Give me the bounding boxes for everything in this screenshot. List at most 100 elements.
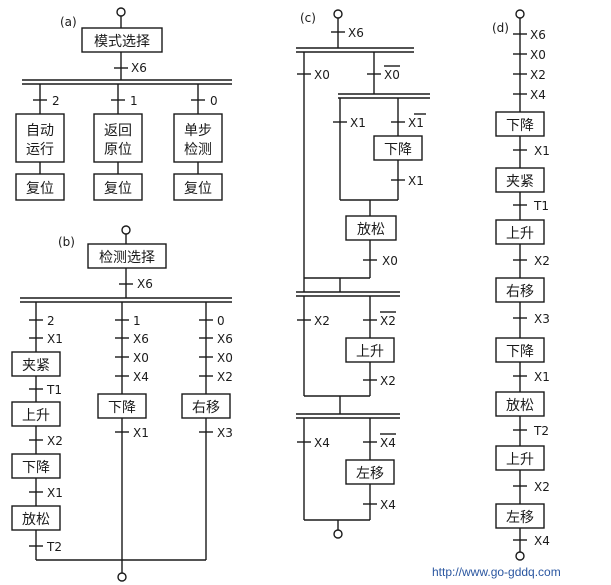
step-descend bbox=[97, 393, 147, 419]
step-rise bbox=[495, 445, 545, 471]
svg-text:X0: X0 bbox=[217, 351, 233, 365]
svg-text:返回: 返回 bbox=[104, 123, 132, 139]
svg-text:下降: 下降 bbox=[506, 344, 534, 360]
end-terminal bbox=[117, 572, 127, 582]
action-reset bbox=[15, 173, 65, 201]
svg-text:T2: T2 bbox=[533, 424, 549, 438]
step-move-right bbox=[181, 393, 231, 419]
svg-text:X6: X6 bbox=[133, 332, 149, 346]
step-auto-run bbox=[15, 113, 65, 163]
svg-text:运行: 运行 bbox=[26, 142, 54, 158]
svg-text:下降: 下降 bbox=[384, 142, 412, 158]
step-clamp bbox=[11, 351, 61, 377]
panel-d: (d) X6 X0 X2 X4 下降 X1 夹紧 T1 上升 X2 右移 X3 … bbox=[492, 9, 550, 561]
svg-text:X4: X4 bbox=[534, 534, 550, 548]
step-return-home bbox=[93, 113, 143, 163]
svg-text:X2: X2 bbox=[530, 68, 546, 82]
branch-condition: 0 bbox=[210, 94, 218, 108]
svg-text:左移: 左移 bbox=[506, 510, 534, 526]
svg-text:X1: X1 bbox=[47, 332, 63, 346]
svg-text:X3: X3 bbox=[217, 426, 233, 440]
svg-text:上升: 上升 bbox=[22, 408, 50, 424]
end-terminal bbox=[515, 551, 525, 561]
svg-text:放松: 放松 bbox=[357, 222, 385, 238]
svg-text:X4: X4 bbox=[133, 370, 149, 384]
svg-text:X6: X6 bbox=[530, 28, 546, 42]
panel-c: (c) X6 X0 X0 X1 X1 下降 X1 放松 bbox=[296, 9, 430, 539]
svg-text:1: 1 bbox=[133, 314, 141, 328]
svg-text:复位: 复位 bbox=[26, 180, 54, 197]
svg-text:X6: X6 bbox=[217, 332, 233, 346]
svg-text:X0: X0 bbox=[133, 351, 149, 365]
svg-text:放松: 放松 bbox=[506, 398, 534, 414]
svg-text:X2: X2 bbox=[534, 254, 550, 268]
svg-text:原位: 原位 bbox=[104, 142, 132, 158]
step-move-left bbox=[345, 459, 395, 485]
svg-text:自动: 自动 bbox=[26, 123, 54, 139]
svg-text:X3: X3 bbox=[534, 312, 550, 326]
svg-text:X6: X6 bbox=[137, 277, 153, 291]
svg-text:X2: X2 bbox=[380, 374, 396, 388]
svg-text:左移: 左移 bbox=[356, 466, 384, 482]
svg-text:T1: T1 bbox=[533, 199, 549, 213]
panel-c-label: (c) bbox=[300, 11, 316, 25]
initial-terminal bbox=[515, 9, 525, 19]
svg-text:X1: X1 bbox=[408, 174, 424, 188]
svg-text:右移: 右移 bbox=[506, 284, 534, 300]
initial-terminal bbox=[121, 225, 131, 235]
step-move-right bbox=[495, 277, 545, 303]
step-descend bbox=[11, 453, 61, 479]
svg-text:X1: X1 bbox=[47, 486, 63, 500]
svg-text:X4: X4 bbox=[530, 88, 546, 102]
step-test-select bbox=[87, 243, 167, 269]
svg-text:T1: T1 bbox=[46, 383, 62, 397]
panel-a: (a) 模式选择 X6 2 自动 运行 复位 1 返回 原位 复位 0 bbox=[15, 7, 232, 201]
step-release bbox=[11, 505, 61, 531]
svg-text:X2: X2 bbox=[217, 370, 233, 384]
panel-d-label: (d) bbox=[492, 21, 509, 35]
step-descend bbox=[495, 111, 545, 137]
svg-text:T2: T2 bbox=[46, 540, 62, 554]
svg-text:X1: X1 bbox=[534, 370, 550, 384]
svg-text:X4: X4 bbox=[314, 436, 330, 450]
svg-text:检测: 检测 bbox=[184, 142, 212, 158]
svg-text:复位: 复位 bbox=[184, 180, 212, 197]
svg-text:放松: 放松 bbox=[22, 512, 50, 528]
step-mode-select bbox=[81, 27, 163, 53]
svg-text:2: 2 bbox=[47, 314, 55, 328]
negated-label: X0 bbox=[384, 68, 400, 82]
svg-text:复位: 复位 bbox=[104, 180, 132, 197]
svg-text:检测选择: 检测选择 bbox=[99, 250, 155, 266]
svg-text:夹紧: 夹紧 bbox=[22, 358, 50, 374]
panel-b: (b) 检测选择 X6 2 X1 夹紧 T1 上升 X2 下降 X1 放松 bbox=[11, 225, 233, 582]
svg-text:X1: X1 bbox=[350, 116, 366, 130]
svg-text:X2: X2 bbox=[47, 434, 63, 448]
step-release bbox=[495, 391, 545, 417]
svg-text:X2: X2 bbox=[534, 480, 550, 494]
svg-text:X1: X1 bbox=[534, 144, 550, 158]
initial-terminal bbox=[333, 9, 343, 19]
panel-b-label: (b) bbox=[58, 235, 75, 249]
branch-condition: 2 bbox=[52, 94, 60, 108]
svg-text:上升: 上升 bbox=[506, 452, 534, 468]
negated-label: X1 bbox=[408, 116, 424, 130]
step-rise bbox=[11, 401, 61, 427]
svg-text:下降: 下降 bbox=[108, 400, 136, 416]
svg-text:X4: X4 bbox=[380, 498, 396, 512]
end-terminal bbox=[333, 529, 343, 539]
initial-terminal bbox=[116, 7, 126, 17]
svg-text:单步: 单步 bbox=[184, 123, 212, 139]
negated-label: X4 bbox=[380, 436, 396, 450]
svg-text:X0: X0 bbox=[530, 48, 546, 62]
negated-label: X2 bbox=[380, 314, 396, 328]
step-rise bbox=[495, 219, 545, 245]
svg-text:右移: 右移 bbox=[192, 400, 220, 416]
svg-text:0: 0 bbox=[217, 314, 225, 328]
svg-text:下降: 下降 bbox=[506, 118, 534, 134]
action-reset bbox=[93, 173, 143, 201]
svg-text:上升: 上升 bbox=[506, 226, 534, 242]
svg-text:X6: X6 bbox=[348, 26, 364, 40]
panel-a-label: (a) bbox=[60, 15, 77, 29]
svg-text:夹紧: 夹紧 bbox=[506, 174, 534, 190]
